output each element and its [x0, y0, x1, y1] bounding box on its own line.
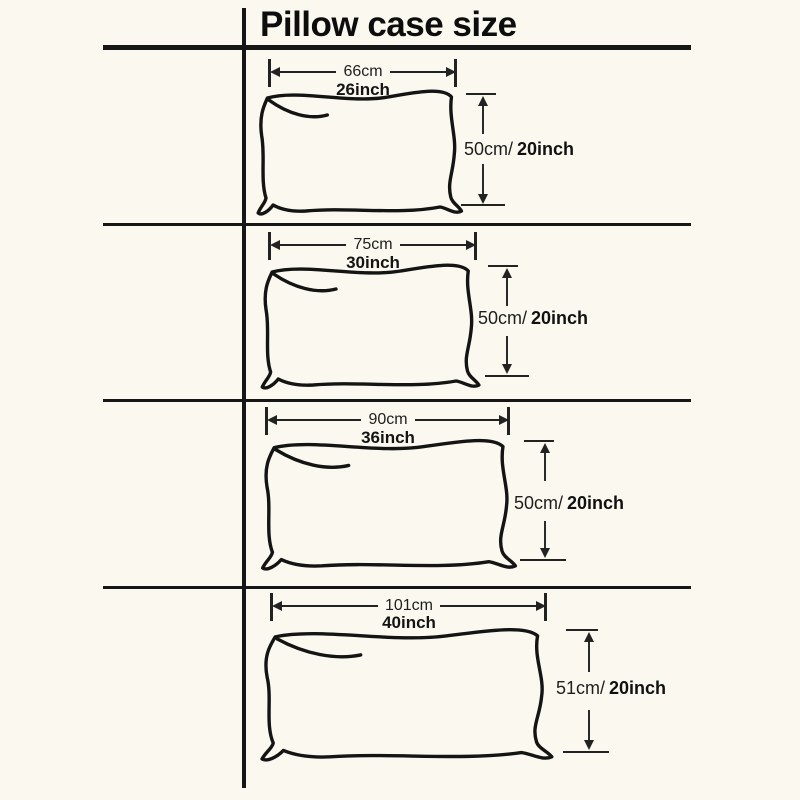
vertical-divider-line	[242, 8, 246, 788]
dimension-tick	[265, 407, 268, 435]
height-label: 51cm/20inch	[556, 678, 666, 699]
height-inch-label: 20inch	[517, 139, 575, 159]
dimension-line	[399, 244, 466, 246]
arrow-down-icon	[540, 548, 550, 558]
arrow-right-icon	[466, 240, 476, 250]
height-arrow-down	[540, 521, 550, 558]
height-arrow-up	[502, 268, 512, 306]
height-inch-label: 20inch	[531, 308, 589, 328]
dimension-tick	[544, 593, 547, 621]
dimension-tick	[474, 232, 477, 260]
arrow-left-icon	[272, 601, 282, 611]
width-cm-label: 90cm	[368, 411, 408, 428]
dimension-cap	[563, 751, 609, 753]
height-arrow-up	[540, 443, 550, 481]
pillow-illustration	[260, 258, 488, 388]
title-underline	[103, 45, 691, 50]
pillow-illustration	[256, 84, 470, 214]
dimension-line	[280, 71, 337, 73]
width-dimension: 101cm	[272, 597, 546, 615]
dimension-cap	[488, 265, 518, 267]
arrow-up-icon	[584, 632, 594, 642]
dimension-cap	[524, 440, 554, 442]
arrow-down-icon	[584, 740, 594, 750]
row-divider-2	[103, 399, 691, 402]
dimension-line	[280, 244, 347, 246]
dimension-tick	[454, 59, 457, 87]
pillow-illustration	[260, 433, 526, 569]
height-label: 50cm/20inch	[464, 139, 574, 160]
width-dimension: 75cm	[270, 236, 476, 254]
width-inch-label: 30inch	[346, 253, 400, 272]
dimension-tick	[507, 407, 510, 435]
height-cm-label: 50cm/	[464, 139, 514, 159]
dimension-cap	[485, 375, 529, 377]
height-cm-label: 50cm/	[478, 308, 528, 328]
arrow-up-icon	[478, 96, 488, 106]
page-title: Pillow case size	[260, 5, 517, 44]
arrow-right-icon	[536, 601, 546, 611]
width-cm-label: 75cm	[353, 236, 393, 253]
dimension-tick	[270, 593, 273, 621]
pillow-illustration	[259, 622, 564, 760]
dimension-line	[389, 71, 446, 73]
height-arrow-down	[478, 164, 488, 204]
dimension-cap	[466, 93, 496, 95]
width-inch-label: 40inch	[382, 613, 436, 632]
dimension-tick	[268, 232, 271, 260]
dimension-line	[282, 605, 378, 607]
row-divider-1	[103, 223, 691, 226]
height-label: 50cm/20inch	[478, 308, 588, 329]
height-inch-label: 20inch	[609, 678, 667, 698]
arrow-left-icon	[270, 67, 280, 77]
dimension-cap	[520, 559, 566, 561]
height-label: 50cm/20inch	[514, 493, 624, 514]
dimension-line	[277, 419, 362, 421]
height-arrow-down	[584, 710, 594, 750]
height-arrow-up	[478, 96, 488, 134]
arrow-left-icon	[270, 240, 280, 250]
width-cm-label: 66cm	[343, 63, 383, 80]
height-arrow-down	[502, 336, 512, 374]
dimension-cap	[566, 629, 598, 631]
width-dimension: 66cm	[270, 63, 456, 81]
dimension-tick	[268, 59, 271, 87]
arrow-right-icon	[499, 415, 509, 425]
width-cm-label: 101cm	[384, 597, 434, 614]
arrow-left-icon	[267, 415, 277, 425]
width-inch-label: 36inch	[361, 428, 415, 447]
arrow-up-icon	[540, 443, 550, 453]
height-cm-label: 50cm/	[514, 493, 564, 513]
height-inch-label: 20inch	[567, 493, 625, 513]
arrow-down-icon	[478, 194, 488, 204]
width-inch-label: 26inch	[336, 80, 390, 99]
dimension-line	[440, 605, 536, 607]
arrow-up-icon	[502, 268, 512, 278]
row-divider-3	[103, 586, 691, 589]
arrow-right-icon	[446, 67, 456, 77]
height-arrow-up	[584, 632, 594, 672]
dimension-cap	[461, 204, 505, 206]
width-dimension: 90cm	[267, 411, 509, 429]
height-cm-label: 51cm/	[556, 678, 606, 698]
arrow-down-icon	[502, 364, 512, 374]
dimension-line	[414, 419, 499, 421]
